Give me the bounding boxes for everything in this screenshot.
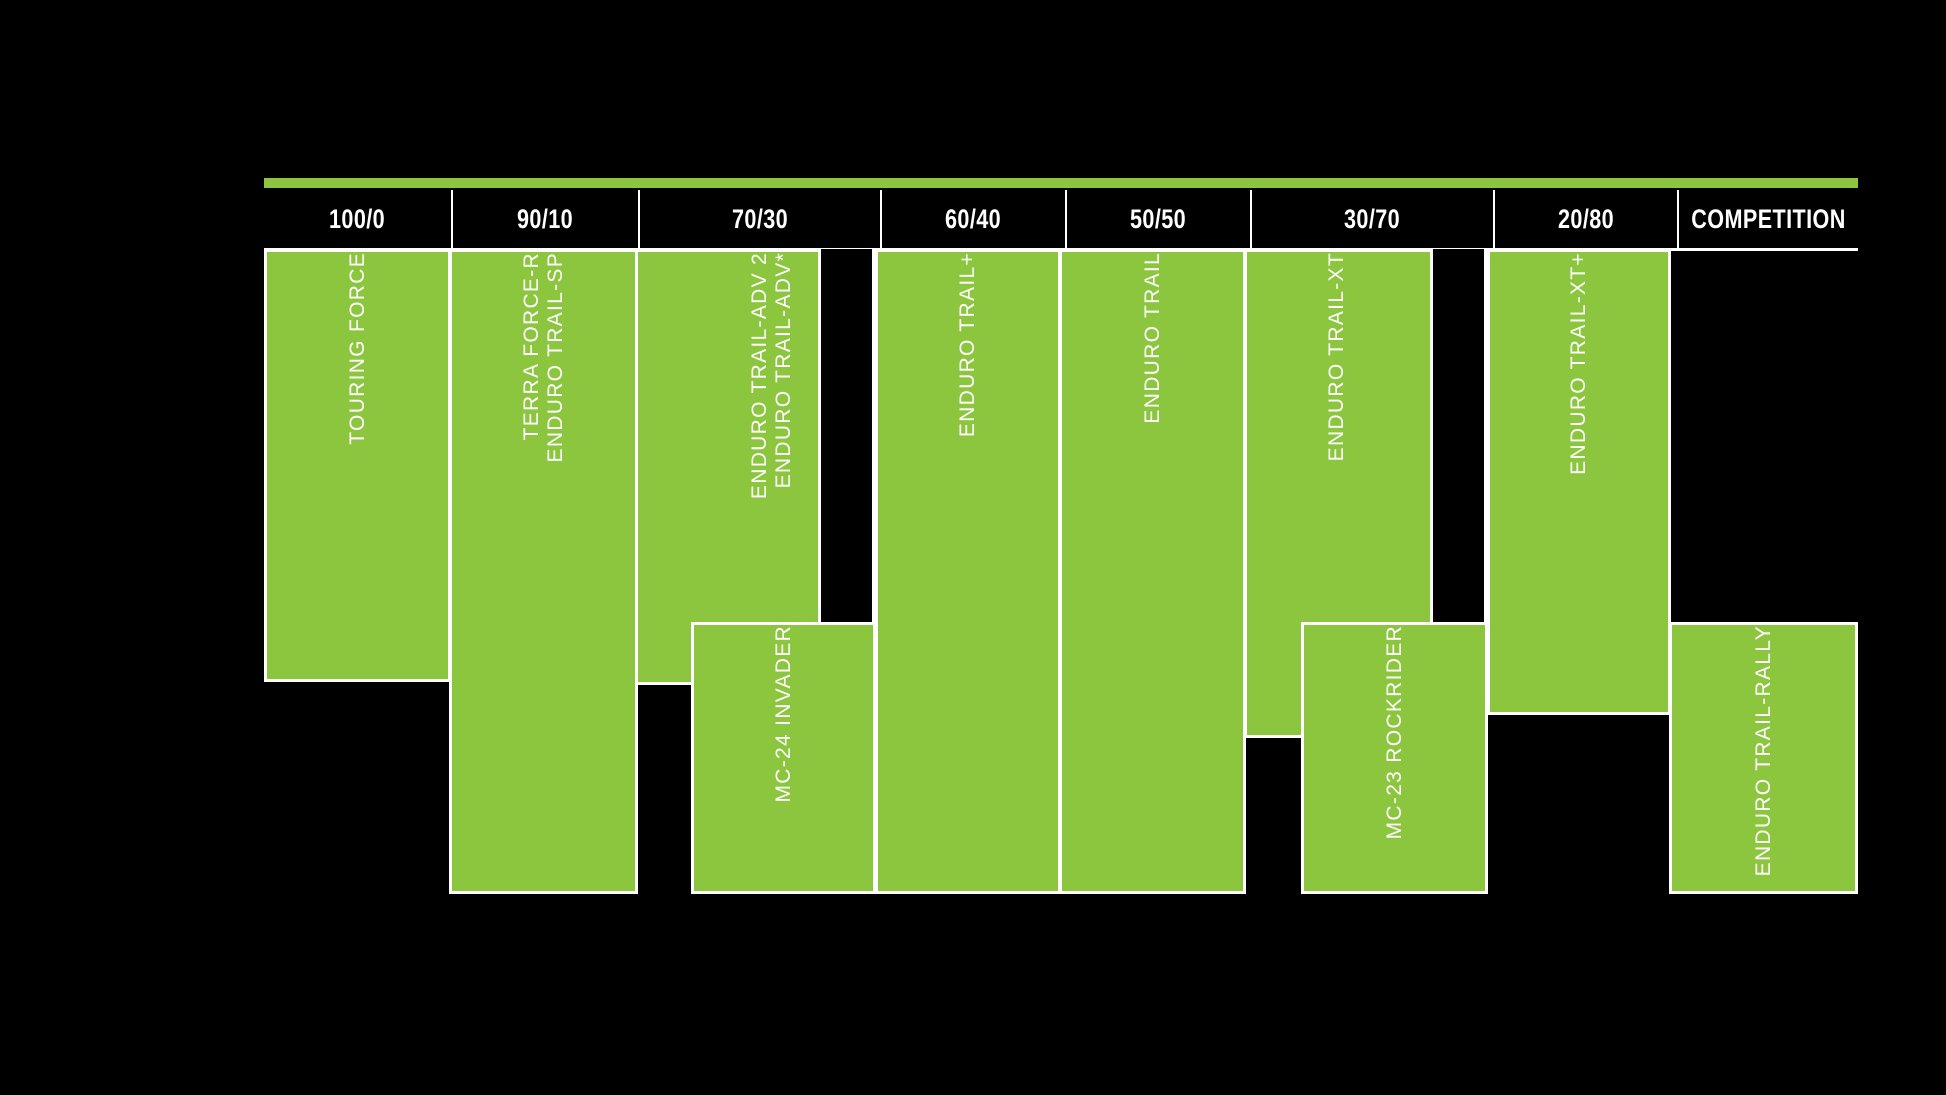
bar-label-group: MC-24 INVADER	[771, 625, 795, 891]
ratio-header-row: 100/0 90/10 70/30 60/40 50/50 30/70 20/8…	[264, 190, 1858, 248]
bar-label-group: ENDURO TRAIL	[1140, 252, 1164, 891]
bar-label-line: TERRA FORCE-R	[519, 252, 543, 441]
bar-label-group: ENDURO TRAIL-RALLY	[1751, 625, 1775, 891]
bar-mc-24-invader[interactable]: MC-24 INVADER	[691, 622, 876, 894]
header-label: 30/70	[1344, 203, 1401, 234]
bar-enduro-trail[interactable]: ENDURO TRAIL	[1059, 249, 1246, 894]
bar-enduro-trail-plus[interactable]: ENDURO TRAIL+	[875, 249, 1061, 894]
bar-terra-force-r[interactable]: TERRA FORCE-R ENDURO TRAIL-SP	[449, 249, 638, 894]
header-cell-30-70: 30/70	[1250, 190, 1493, 248]
header-cell-60-40: 60/40	[880, 190, 1065, 248]
header-label: COMPETITION	[1691, 203, 1846, 234]
header-label: 90/10	[517, 203, 574, 234]
top-accent-rule	[264, 178, 1858, 188]
bar-label-line: ENDURO TRAIL-RALLY	[1751, 625, 1775, 877]
bar-label-line: ENDURO TRAIL-XT+	[1566, 252, 1590, 475]
header-label: 70/30	[731, 203, 789, 234]
bar-label-group: ENDURO TRAIL+	[956, 252, 980, 891]
header-cell-100-0: 100/0	[264, 190, 451, 248]
bar-label-group: TERRA FORCE-R ENDURO TRAIL-SP	[519, 252, 567, 891]
header-label: 100/0	[329, 203, 386, 234]
bar-label-group: ENDURO TRAIL-XT+	[1567, 252, 1591, 712]
bar-label-line: ENDURO TRAIL+	[955, 252, 979, 438]
header-label: 50/50	[1130, 203, 1187, 234]
header-cell-70-30: 70/30	[638, 190, 880, 248]
gap-notch-70-30	[818, 249, 875, 627]
bar-label-line: ENDURO TRAIL	[1140, 252, 1164, 424]
bar-label-group: ENDURO TRAIL-ADV 2 ENDURO TRAIL-ADV*	[748, 252, 796, 682]
header-cell-20-80: 20/80	[1493, 190, 1677, 248]
column-divider-competition	[1669, 251, 1671, 622]
header-cell-90-10: 90/10	[451, 190, 638, 248]
bar-label-line: ENDURO TRAIL-ADV*	[772, 252, 795, 489]
bar-label-line: MC-24 INVADER	[771, 625, 795, 803]
header-cell-competition: COMPETITION	[1677, 190, 1858, 248]
bar-mc-23-rockrider[interactable]: MC-23 ROCKRIDER	[1301, 622, 1488, 894]
bar-touring-force[interactable]: TOURING FORCE	[264, 249, 451, 682]
bar-label-group: MC-23 ROCKRIDER	[1382, 625, 1406, 891]
header-label: 60/40	[945, 203, 1002, 234]
bar-label-line: ENDURO TRAIL-SP	[543, 252, 567, 463]
bar-label-line: MC-23 ROCKRIDER	[1382, 625, 1406, 840]
bar-label-line: ENDURO TRAIL-XT	[1324, 252, 1348, 462]
header-label: 20/80	[1557, 203, 1615, 234]
bar-label-line: TOURING FORCE	[345, 252, 369, 445]
bar-enduro-trail-xt-plus[interactable]: ENDURO TRAIL-XT+	[1487, 249, 1671, 715]
bar-enduro-trail-rally[interactable]: ENDURO TRAIL-RALLY	[1669, 622, 1858, 894]
header-cell-50-50: 50/50	[1065, 190, 1250, 248]
bar-label-group: TOURING FORCE	[345, 252, 369, 679]
gap-notch-30-70	[1430, 249, 1487, 627]
bar-label-line: ENDURO TRAIL-ADV 2	[747, 252, 771, 500]
